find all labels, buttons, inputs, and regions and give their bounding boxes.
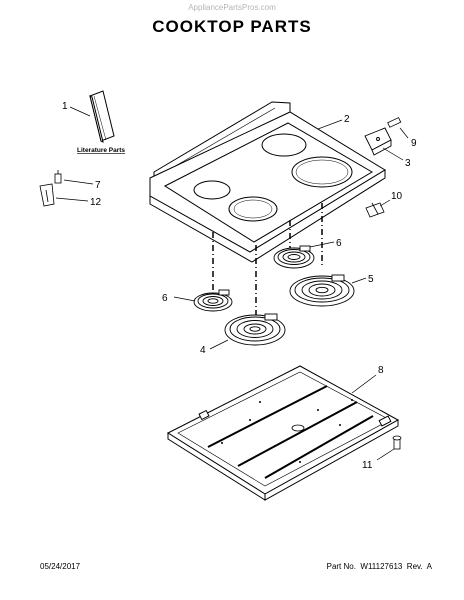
screw-11 [387, 117, 402, 128]
screw-7 [54, 170, 62, 184]
callout-8: 8 [378, 365, 384, 376]
surface-element-6-right [273, 245, 315, 269]
cooktop-glass-top [149, 101, 386, 263]
clip-12 [39, 183, 55, 207]
callout-2: 2 [344, 114, 350, 125]
switch-9 [365, 202, 385, 218]
hinge-bracket [364, 127, 392, 156]
surface-element-5 [289, 274, 355, 307]
callout-10: 11 [362, 460, 373, 471]
surface-element-6-left [193, 289, 233, 312]
cooktop-burner-markings [193, 133, 353, 222]
callout-7: 7 [95, 180, 101, 191]
literature-parts-label: Literature Parts [77, 147, 125, 154]
page-title: COOKTOP PARTS [152, 17, 312, 36]
callout-3: 3 [405, 158, 411, 169]
callout-12: 12 [90, 197, 102, 208]
callout-6-right: 6 [336, 238, 342, 249]
surface-element-4 [224, 313, 286, 346]
callout-5: 5 [368, 274, 374, 285]
callout-4: 4 [200, 345, 206, 356]
callout-11: 9 [411, 138, 417, 149]
alignment-lines [212, 203, 323, 318]
footer-date: 05/24/2017 [40, 562, 81, 571]
screw-10 [392, 435, 402, 450]
burner-box [166, 365, 400, 501]
literature-booklet [89, 90, 115, 143]
callout-1: 1 [62, 101, 68, 112]
callout-6-left: 6 [162, 293, 168, 304]
watermark: AppliancePartsPros.com [188, 3, 276, 12]
callout-9: 10 [391, 191, 403, 202]
footer-part-number: Part No. W11127613 Rev. A [326, 562, 432, 571]
